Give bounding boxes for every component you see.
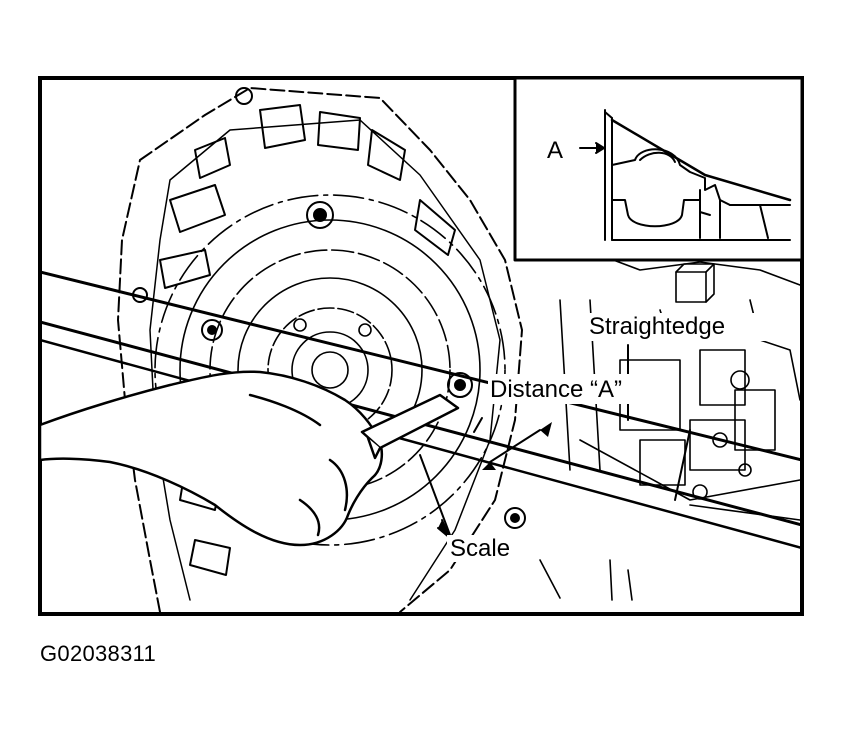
hand — [40, 370, 384, 547]
scale-label-bg — [447, 535, 527, 562]
figure-id: G02038311 — [40, 641, 157, 666]
distance-label-bg — [488, 374, 678, 404]
distance-label: Distance “A” — [490, 376, 622, 403]
inset-box — [513, 78, 802, 262]
inset-detail — [579, 109, 792, 241]
inset-label-a: A — [547, 137, 563, 164]
straightedge-label-bg — [586, 313, 774, 341]
distance-arrow-head — [540, 422, 552, 437]
bell-housing-inner — [149, 119, 501, 601]
scale-label: Scale — [450, 535, 510, 562]
housing-ribs — [159, 104, 456, 576]
scale-ruler — [360, 393, 460, 460]
straightedge-label: Straightedge — [589, 313, 725, 340]
distance-arrow-tail — [482, 462, 496, 470]
